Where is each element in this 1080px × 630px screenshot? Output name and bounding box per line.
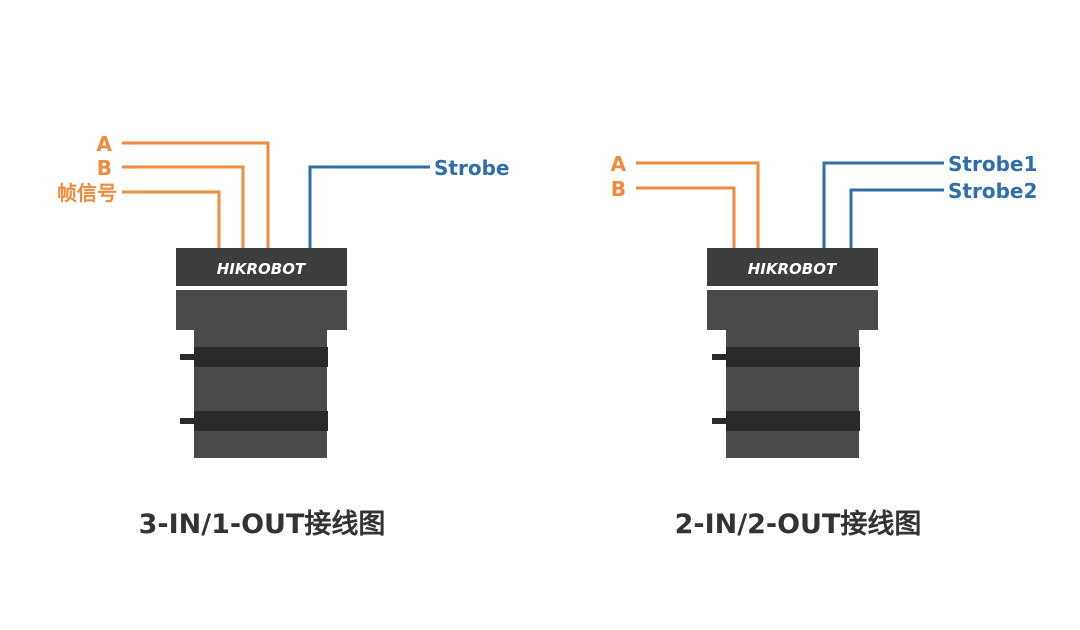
right-wire-strobe2 [849,188,944,248]
left-camera-logo: HIKROBOT [217,260,307,278]
right-label-a: A [611,152,627,176]
left-camera-body: HIKROBOT [176,248,347,458]
right-label-strobe2: Strobe2 [948,179,1037,203]
left-camera-screw-bottom [180,418,194,424]
left-camera-top-block [176,248,347,286]
right-camera-top-block [707,248,878,286]
right-wire-strobe1 [822,161,944,248]
left-wire-b [122,165,245,248]
left-label-frame-signal: 帧信号 [57,181,117,205]
right-camera-logo: HIKROBOT [748,260,838,278]
right-camera-screw-top [712,354,726,360]
right-label-strobe1: Strobe1 [948,152,1037,176]
right-wire-a [636,161,760,248]
left-label-strobe: Strobe [434,156,509,180]
left-camera-screw-top [180,354,194,360]
right-output-wires [822,161,944,248]
left-camera: HIKROBOT A B 帧信号 Strobe [57,132,509,458]
right-camera-band-bottom [726,411,860,431]
left-caption: 3-IN/1-OUT接线图 [138,509,386,540]
right-caption: 2-IN/2-OUT接线图 [674,509,922,540]
right-camera: HIKROBOT A B Strobe1 Strobe2 [611,152,1037,458]
right-label-b: B [611,177,626,201]
right-wire-b [636,186,736,248]
left-output-wires [308,165,430,248]
left-camera-band-bottom [194,411,328,431]
left-label-a: A [97,132,113,156]
left-input-wires [122,141,270,248]
right-camera-middle-block [707,290,878,330]
right-camera-body: HIKROBOT [707,248,878,458]
left-wire-frame-signal [122,190,221,248]
right-camera-screw-bottom [712,418,726,424]
right-camera-band-top [726,347,860,367]
left-wire-strobe [308,165,430,248]
left-label-b: B [97,156,112,180]
left-wire-a [122,141,270,248]
left-camera-middle-block [176,290,347,330]
right-input-wires [636,161,760,248]
left-camera-band-top [194,347,328,367]
